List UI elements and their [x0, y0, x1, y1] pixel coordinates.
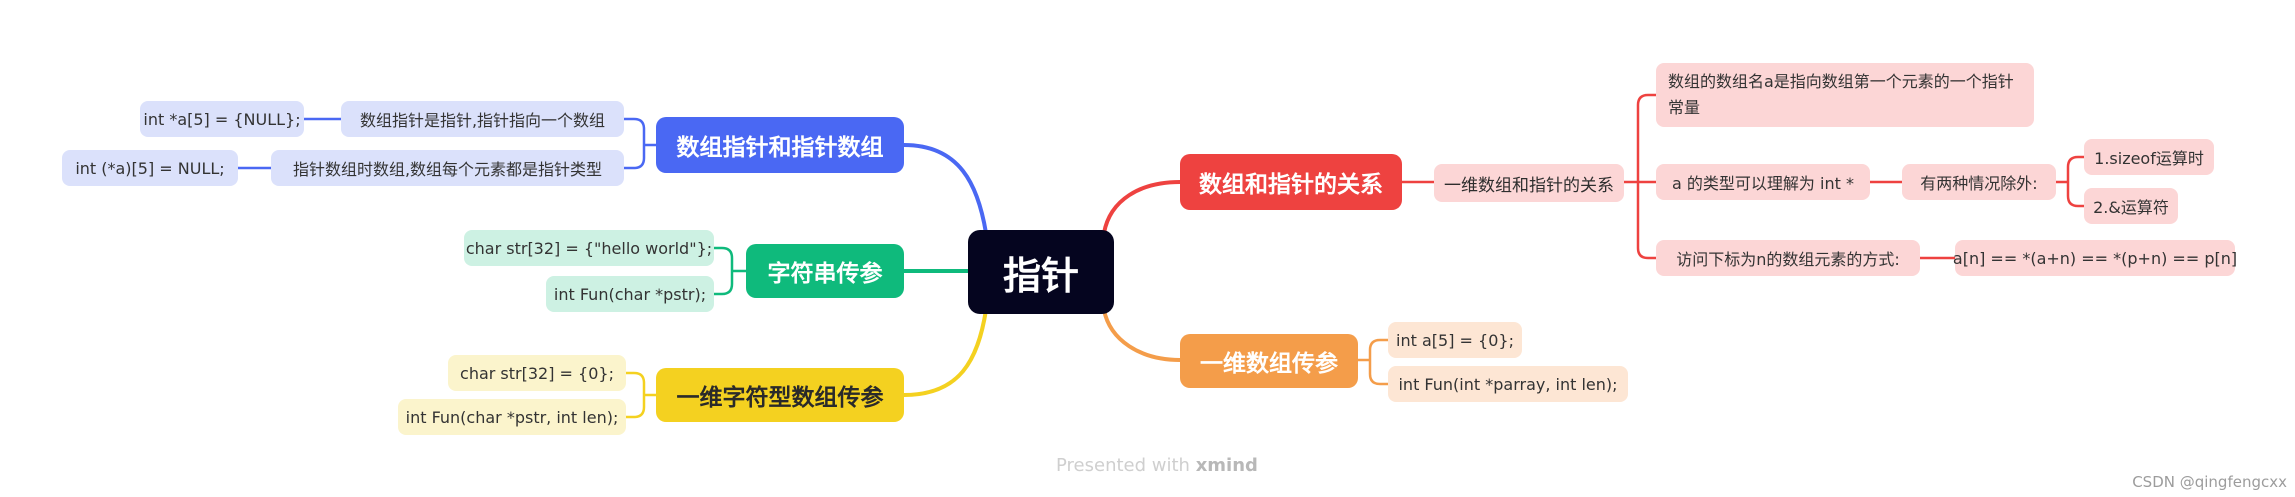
leaf-char-str-zero-text: char str[32] = {0}; — [460, 363, 614, 383]
connector-central-one-dim-param — [1102, 308, 1182, 362]
leaf-fun-char-pstr-len[interactable]: int Fun(char *pstr, int len); — [398, 399, 626, 435]
topic-array-pointer-and-pointer-array-label: 数组指针和指针数组 — [676, 135, 884, 161]
subtopic-one-dim-relation[interactable]: 一维数组和指针的关系 — [1434, 164, 1624, 202]
leaf-access-label[interactable]: 访问下标为n的数组元素的方式: — [1656, 240, 1920, 276]
connector-ptr-array-bracket — [622, 117, 658, 170]
leaf-access-expression-text: a[n] == *(a+n) == *(p+n) == p[n] — [1952, 248, 2238, 268]
topic-one-dim-array-param[interactable]: 一维数组传参 — [1180, 334, 1358, 388]
leaf-pointer-array-code-text: int (*a)[5] = NULL; — [75, 158, 225, 178]
leaf-exception-address-text: 2.&运算符 — [2093, 198, 2169, 217]
leaf-access-label-text: 访问下标为n的数组元素的方式: — [1676, 250, 1900, 269]
connector-string-param-bracket — [712, 246, 748, 296]
leaf-exceptions[interactable]: 有两种情况除外: — [1902, 164, 2056, 200]
topic-char-array-param[interactable]: 一维字符型数组传参 — [656, 368, 904, 422]
leaf-access-expression[interactable]: a[n] == *(a+n) == *(p+n) == p[n] — [1952, 240, 2238, 276]
connector-central-relation — [1102, 180, 1182, 235]
leaf-array-name-desc-text: 数组的数组名a是指向数组第一个元素的一个指针常量 — [1668, 72, 2014, 117]
leaf-array-name-desc[interactable]: 数组的数组名a是指向数组第一个元素的一个指针常量 — [1656, 63, 2034, 127]
leaf-pointer-array-desc[interactable]: 指针数组时数组,数组每个元素都是指针类型 — [271, 150, 624, 186]
leaf-char-str-zero[interactable]: char str[32] = {0}; — [448, 355, 626, 391]
presented-with-footer: Presented with xmind — [1056, 455, 1258, 476]
connector-one-dim-param-bracket — [1356, 338, 1390, 386]
footer-prefix: Presented with — [1056, 455, 1190, 476]
footer-brand-xmind: xmind — [1195, 455, 1258, 476]
topic-one-dim-array-param-label: 一维数组传参 — [1200, 351, 1338, 377]
central-topic-label: 指针 — [1002, 253, 1079, 298]
leaf-fun-char-pstr-text: int Fun(char *pstr); — [553, 284, 707, 304]
leaf-array-pointer-desc-text: 数组指针是指针,指针指向一个数组 — [359, 111, 606, 130]
leaf-exception-address[interactable]: 2.&运算符 — [2084, 188, 2178, 224]
topic-array-pointer-relation[interactable]: 数组和指针的关系 — [1180, 154, 1402, 210]
leaf-exception-sizeof-text: 1.sizeof运算时 — [2094, 149, 2204, 168]
leaf-char-str-hello-text: char str[32] = {"hello world"}; — [465, 238, 713, 258]
connector-exceptions-bracket — [2054, 155, 2086, 208]
leaf-array-pointer-code[interactable]: int *a[5] = {NULL}; — [140, 101, 304, 137]
leaf-type-desc-text: a 的类型可以理解为 int * — [1672, 174, 1854, 193]
leaf-int-array-decl-text: int a[5] = {0}; — [1396, 330, 1514, 350]
leaf-type-desc[interactable]: a 的类型可以理解为 int * — [1656, 164, 1870, 200]
topic-array-pointer-relation-label: 数组和指针的关系 — [1199, 172, 1383, 198]
connector-central-char-array — [902, 308, 988, 397]
csdn-watermark: CSDN @qingfengcxx — [2132, 473, 2287, 491]
topic-array-pointer-and-pointer-array[interactable]: 数组指针和指针数组 — [656, 117, 904, 173]
leaf-array-pointer-code-text: int *a[5] = {NULL}; — [143, 109, 301, 129]
leaf-array-pointer-desc[interactable]: 数组指针是指针,指针指向一个数组 — [341, 101, 624, 137]
leaf-int-fun-decl[interactable]: int Fun(int *parray, int len); — [1388, 366, 1628, 402]
connector-one-dim-bracket — [1622, 93, 1658, 260]
topic-char-array-param-label: 一维字符型数组传参 — [676, 385, 884, 411]
leaf-pointer-array-desc-text: 指针数组时数组,数组每个元素都是指针类型 — [292, 160, 603, 179]
connector-central-ptr-array — [902, 143, 988, 235]
leaf-int-array-decl[interactable]: int a[5] = {0}; — [1388, 322, 1522, 358]
leaf-fun-char-pstr-len-text: int Fun(char *pstr, int len); — [405, 407, 619, 427]
leaf-fun-char-pstr[interactable]: int Fun(char *pstr); — [546, 276, 714, 312]
central-topic[interactable]: 指针 — [968, 230, 1114, 314]
leaf-int-fun-decl-text: int Fun(int *parray, int len); — [1398, 374, 1618, 394]
connector-char-array-bracket — [624, 371, 658, 419]
leaf-exception-sizeof[interactable]: 1.sizeof运算时 — [2084, 139, 2214, 175]
leaf-pointer-array-code[interactable]: int (*a)[5] = NULL; — [62, 150, 238, 186]
subtopic-one-dim-relation-label: 一维数组和指针的关系 — [1444, 175, 1614, 196]
topic-string-param-label: 字符串传参 — [767, 261, 883, 287]
topic-string-param[interactable]: 字符串传参 — [746, 244, 904, 298]
leaf-exceptions-text: 有两种情况除外: — [1920, 174, 2038, 193]
leaf-char-str-hello[interactable]: char str[32] = {"hello world"}; — [464, 230, 714, 266]
